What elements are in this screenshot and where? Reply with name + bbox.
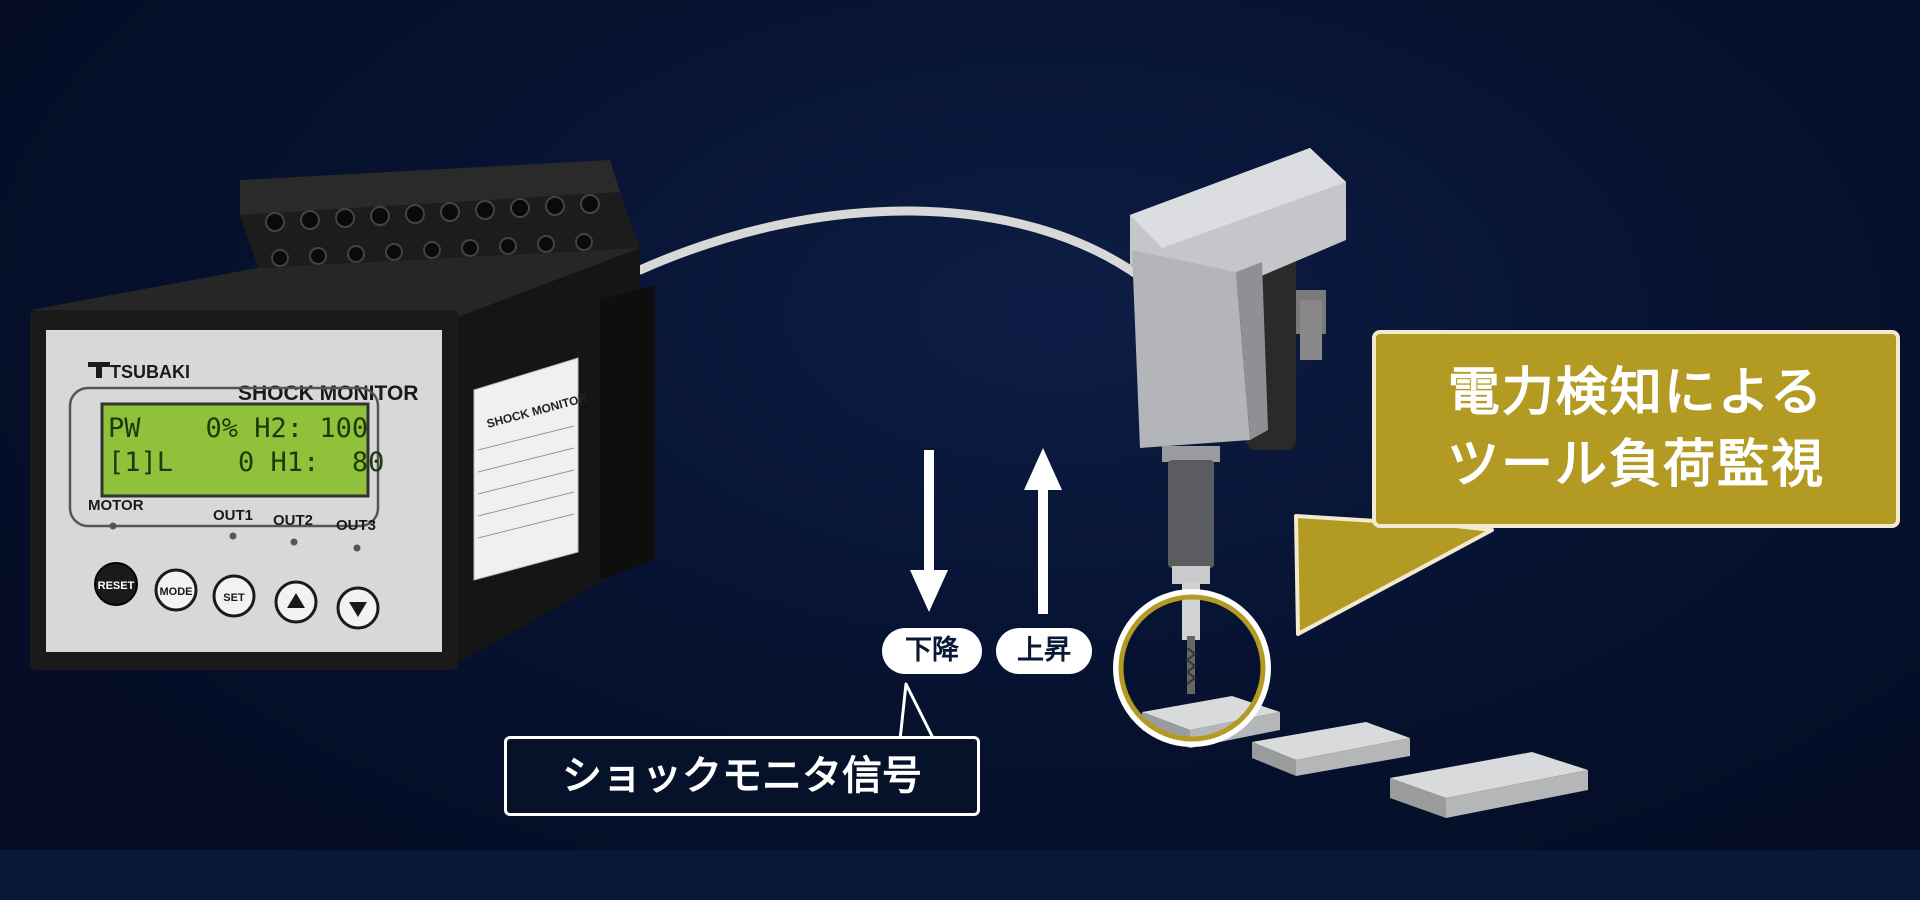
- terminal-screws: [265, 194, 600, 267]
- reset-button: RESET: [94, 562, 138, 606]
- housing-top: [30, 248, 640, 320]
- svg-text:RESET: RESET: [98, 580, 135, 592]
- drill-bit: [1187, 636, 1195, 694]
- led-label-out1: OUT1: [213, 507, 253, 524]
- lcd-line-2: [1]L 0 H1: 80: [108, 447, 384, 478]
- load-callout-tail: [1294, 514, 1494, 636]
- highlight-circle: [1113, 589, 1271, 747]
- tool-spindle: [1168, 460, 1214, 568]
- svg-text:MODE: MODE: [160, 586, 193, 598]
- signal-callout: ショックモニタ信号: [504, 736, 980, 816]
- lcd-line-1: PW 0% H2: 100: [108, 413, 368, 444]
- led-motor: [109, 522, 117, 530]
- tool-body: [1132, 250, 1250, 448]
- triangle-down-icon: [349, 602, 367, 617]
- set-button: SET: [212, 574, 256, 618]
- lcd-screen: [100, 402, 370, 498]
- led-out1: [229, 532, 237, 540]
- down-button: [336, 586, 380, 630]
- monitor-brand: TSUBAKI: [110, 362, 190, 382]
- svg-text:SET: SET: [223, 592, 245, 604]
- led-out3: [353, 544, 361, 552]
- down-arrow-icon: [910, 450, 948, 612]
- led-label-out3: OUT3: [336, 517, 376, 534]
- monitor-title: SHOCK MONITOR: [238, 382, 418, 405]
- electric-screwdriver-tool: [1130, 148, 1346, 694]
- down-label: 下降: [882, 628, 982, 674]
- lcd-frame: [68, 386, 380, 528]
- workpiece-blocks: [1142, 696, 1588, 818]
- load-monitoring-callout: 電力検知による ツール負荷監視: [1372, 330, 1900, 528]
- tsubaki-logo-icon: [88, 362, 110, 378]
- up-arrow-icon: [1024, 448, 1062, 614]
- load-callout-line-1: 電力検知による: [1447, 363, 1825, 423]
- shock-monitor-device: SHOCK MONITOR TSUBAKI SHOCK MONITOR PW 0…: [30, 160, 655, 670]
- led-label-out2: OUT2: [273, 512, 313, 529]
- bottom-band: [0, 850, 1920, 900]
- led-label-motor: MOTOR: [88, 497, 144, 514]
- led-out2: [290, 538, 298, 546]
- load-callout-line-2: ツール負荷監視: [1446, 435, 1825, 495]
- up-label: 上昇: [996, 628, 1092, 674]
- signal-cable: [635, 206, 1147, 283]
- side-label: [473, 357, 579, 581]
- signal-callout-tail: [898, 682, 936, 742]
- mode-button: MODE: [154, 568, 198, 612]
- up-button: [274, 580, 318, 624]
- triangle-up-icon: [287, 593, 305, 608]
